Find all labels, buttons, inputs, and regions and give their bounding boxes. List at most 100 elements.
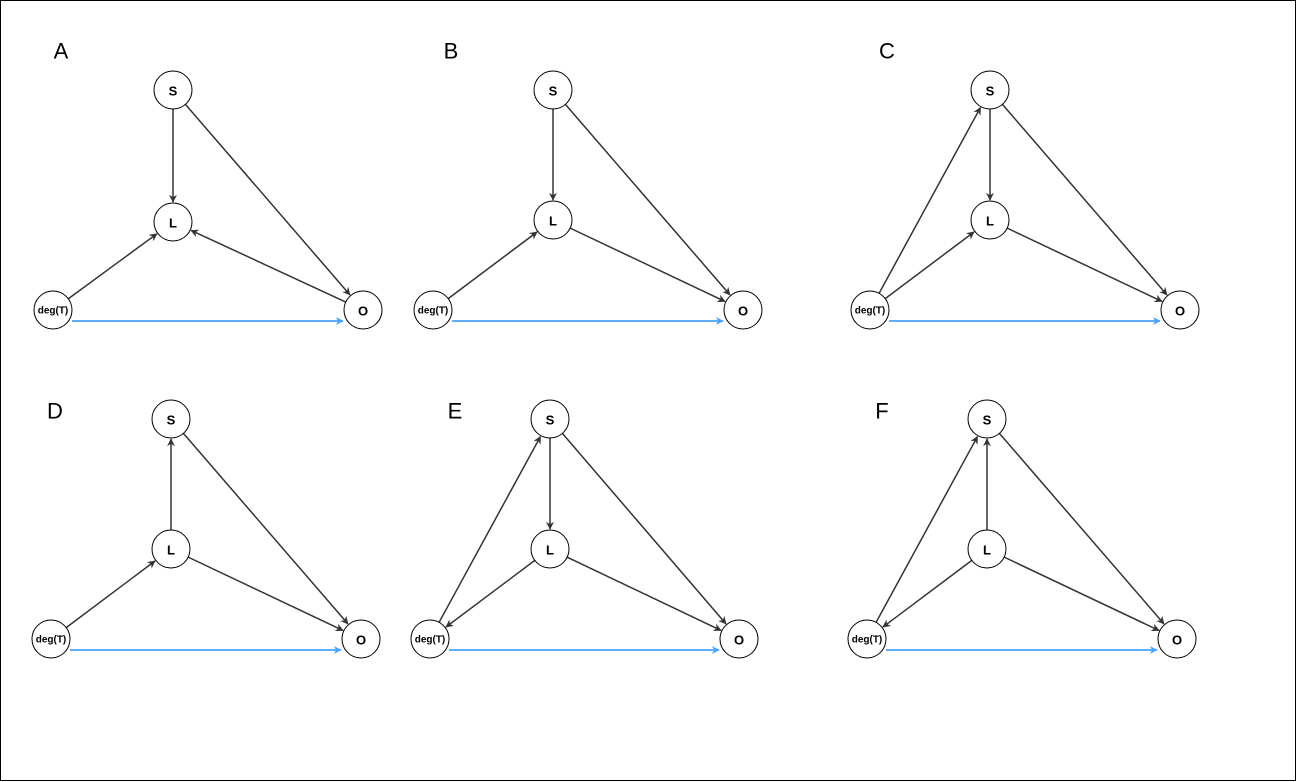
node-label: L — [549, 214, 557, 229]
node-label: L — [986, 214, 994, 229]
node-circle — [970, 200, 1010, 240]
edge-c-deg-t-to-s — [878, 106, 982, 294]
node-circle — [31, 619, 71, 659]
edge-d-s-to-o — [182, 432, 349, 625]
node-label: O — [1175, 304, 1185, 319]
node-circle — [33, 290, 73, 330]
node-label: deg(T) — [36, 635, 67, 646]
panel-label-e: E — [448, 399, 463, 424]
node-circle — [850, 290, 890, 330]
node-o-b: O — [723, 290, 763, 330]
node-label: L — [546, 543, 554, 558]
node-o-f: O — [1157, 619, 1197, 659]
edge-f-l-to-o — [1003, 556, 1160, 632]
node-deg-t-a: deg(T) — [33, 290, 73, 330]
edge-c-s-to-o — [1001, 103, 1168, 296]
node-label: O — [734, 633, 744, 648]
node-circle — [410, 619, 450, 659]
node-l-a: L — [153, 202, 193, 242]
node-label: deg(T) — [855, 306, 886, 317]
edge-d-deg-t-to-l — [65, 560, 156, 629]
node-circle — [967, 529, 1007, 569]
edge-f-s-to-o — [998, 432, 1165, 625]
node-circle — [153, 70, 193, 110]
edge-e-deg-t-to-s — [438, 435, 542, 623]
edge-f-deg-t-to-s — [875, 435, 979, 623]
node-label: S — [986, 84, 995, 99]
edge-c-deg-t-to-l — [884, 231, 975, 300]
node-o-d: O — [341, 619, 381, 659]
node-s-e: S — [530, 399, 570, 439]
node-circle — [967, 399, 1007, 439]
edge-b-s-to-o — [564, 103, 731, 296]
edge-a-deg-t-to-l — [67, 233, 158, 300]
node-label: O — [1172, 633, 1182, 648]
node-label: deg(T) — [415, 635, 446, 646]
edge-b-deg-t-to-l — [447, 231, 538, 300]
node-deg-t-f: deg(T) — [847, 619, 887, 659]
panel-label-d: D — [47, 399, 63, 424]
node-label: O — [358, 304, 368, 319]
node-circle — [343, 290, 383, 330]
edge-b-l-to-o — [569, 227, 726, 303]
node-label: deg(T) — [852, 635, 883, 646]
edge-a-o-to-l — [190, 229, 347, 303]
node-label: S — [983, 413, 992, 428]
node-l-e: L — [530, 529, 570, 569]
node-circle — [530, 529, 570, 569]
panel-label-a: A — [54, 39, 69, 64]
node-circle — [1160, 290, 1200, 330]
edge-e-s-to-o — [561, 432, 727, 625]
edge-e-l-to-o — [566, 556, 722, 632]
node-deg-t-d: deg(T) — [31, 619, 71, 659]
node-circle — [533, 70, 573, 110]
node-circle — [970, 70, 1010, 110]
node-label: S — [549, 84, 558, 99]
node-label: S — [169, 84, 178, 99]
node-s-b: S — [533, 70, 573, 110]
node-o-c: O — [1160, 290, 1200, 330]
node-o-e: O — [719, 619, 759, 659]
panel-label-f: F — [875, 399, 888, 424]
node-o-a: O — [343, 290, 383, 330]
node-circle — [530, 399, 570, 439]
node-label: S — [167, 413, 176, 428]
panel-label-b: B — [444, 39, 459, 64]
edge-e-l-to-deg-t — [445, 559, 536, 628]
node-s-a: S — [153, 70, 193, 110]
node-label: O — [738, 304, 748, 319]
edge-f-l-to-deg-t — [882, 559, 973, 628]
node-l-c: L — [970, 200, 1010, 240]
node-label: L — [167, 543, 175, 558]
node-label: deg(T) — [38, 306, 69, 317]
node-circle — [341, 619, 381, 659]
node-s-d: S — [151, 399, 191, 439]
node-l-b: L — [533, 200, 573, 240]
node-circle — [413, 290, 453, 330]
node-deg-t-c: deg(T) — [850, 290, 890, 330]
node-s-c: S — [970, 70, 1010, 110]
node-l-d: L — [151, 529, 191, 569]
node-label: S — [546, 413, 555, 428]
node-circle — [1157, 619, 1197, 659]
node-circle — [151, 529, 191, 569]
node-label: O — [356, 633, 366, 648]
node-circle — [847, 619, 887, 659]
edge-c-l-to-o — [1006, 227, 1163, 303]
node-circle — [153, 202, 193, 242]
node-circle — [723, 290, 763, 330]
node-circle — [533, 200, 573, 240]
node-label: L — [169, 216, 177, 231]
node-circle — [151, 399, 191, 439]
edge-a-s-to-o — [184, 103, 351, 296]
panel-label-c: C — [879, 39, 895, 64]
node-label: L — [983, 543, 991, 558]
node-label: deg(T) — [418, 306, 449, 317]
